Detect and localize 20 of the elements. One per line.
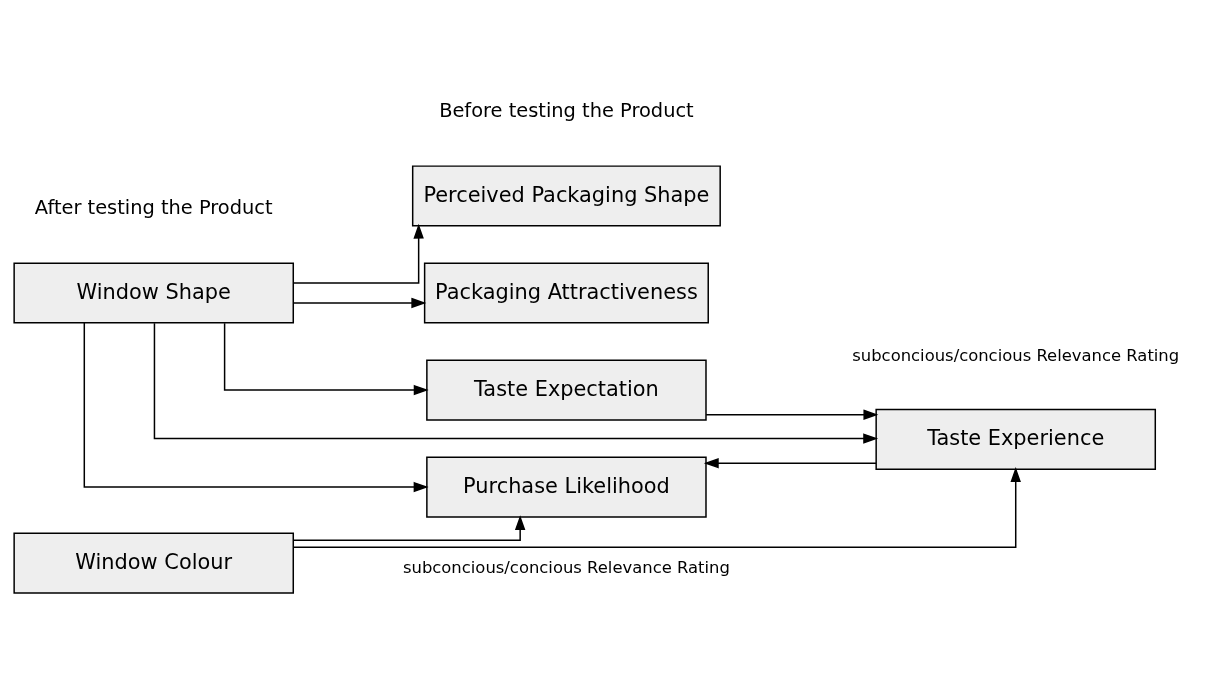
node-box: Packaging Attractiveness — [423, 261, 709, 324]
arrow — [153, 321, 879, 444]
node-box: Perceived Packaging Shape — [411, 164, 721, 227]
label: After testing the Product — [34, 195, 273, 219]
label: Before testing the Product — [439, 98, 694, 122]
arrow — [292, 297, 427, 308]
node-box: Window Colour — [13, 532, 294, 594]
arrow — [705, 408, 879, 420]
node-box: Taste Expectation — [426, 358, 707, 421]
arrow — [703, 457, 877, 468]
node-box: Window Shape — [13, 261, 294, 324]
arrow — [292, 466, 1021, 548]
arrow — [83, 321, 429, 492]
label: subconcious/concious Relevance Rating — [402, 557, 730, 577]
node-box: Taste Experience — [875, 408, 1157, 470]
arrow — [292, 514, 526, 541]
arrow — [292, 223, 424, 284]
label: subconcious/concious Relevance Rating — [852, 345, 1180, 365]
arrow — [223, 321, 429, 395]
node-box: Purchase Likelihood — [426, 455, 707, 518]
